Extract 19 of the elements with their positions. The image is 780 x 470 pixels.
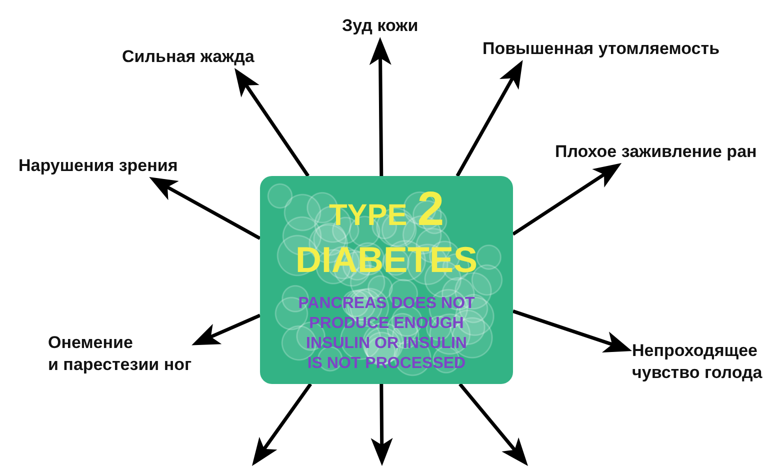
arrow	[369, 36, 392, 176]
arrow	[512, 162, 623, 236]
box-title: TYPE 2 DIABETES	[294, 186, 479, 282]
symptom-label: Повышенная утомляемость	[482, 38, 720, 60]
arrow	[512, 310, 633, 353]
symptom-label: Зуд кожи	[342, 15, 418, 37]
arrow	[456, 59, 524, 177]
symptom-label: Нарушения зрения	[18, 155, 178, 177]
arrow	[233, 67, 310, 177]
arrow	[250, 382, 312, 468]
symptom-label: Онемение и парестезии ног	[48, 332, 192, 376]
symptom-label: Непроходящее чувство голода	[632, 340, 762, 384]
arrow	[148, 175, 261, 240]
symptom-label: Плохое заживление ран	[555, 141, 757, 163]
arrow	[458, 382, 530, 468]
arrow	[190, 314, 261, 347]
symptom-label: Сильная жажда	[122, 46, 254, 68]
arrow	[370, 384, 393, 466]
info-box	[260, 176, 513, 384]
